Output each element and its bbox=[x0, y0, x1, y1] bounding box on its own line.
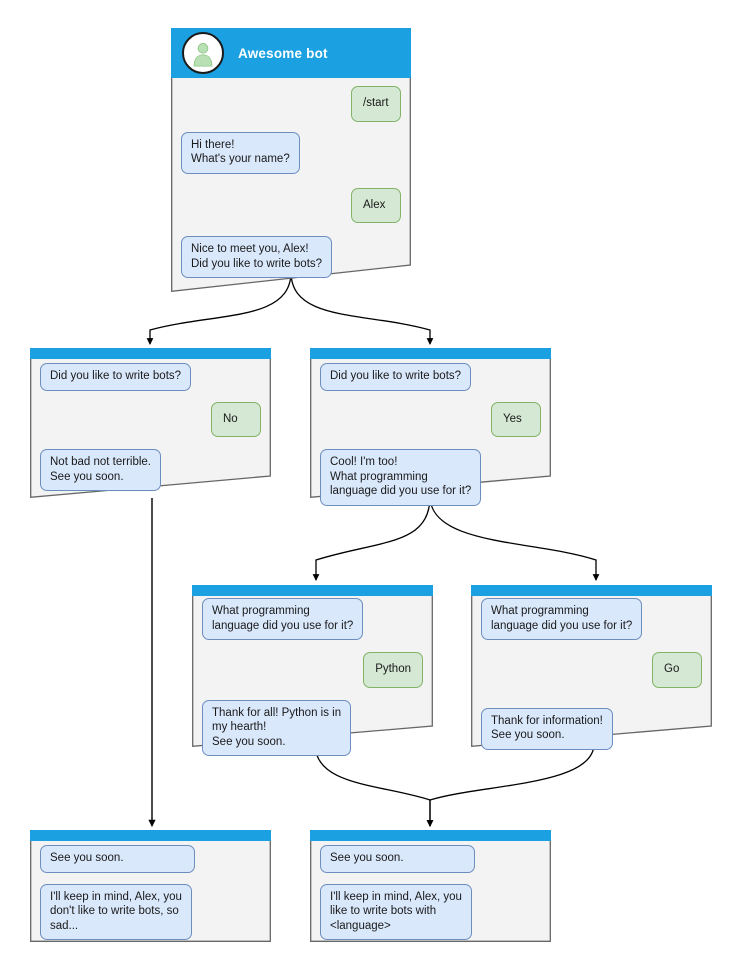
user-message-bubble: Alex bbox=[351, 187, 401, 223]
bot-message-bubble: What programming language did you use fo… bbox=[202, 598, 364, 640]
bot-message-bubble: I'll keep in mind, Alex, you like to wri… bbox=[320, 883, 472, 940]
message-row: Go bbox=[471, 652, 712, 688]
node-header-bar bbox=[192, 585, 433, 596]
node-header-bar bbox=[30, 348, 271, 359]
no-branch-messages: Did you like to write bots? No Not bad n… bbox=[30, 348, 271, 501]
message-row: Not bad not terrible. See you soon. bbox=[30, 449, 271, 491]
bot-message-bubble: Hi there! What's your name? bbox=[181, 131, 300, 174]
bot-message-bubble: See you soon. bbox=[40, 845, 195, 873]
message-row: Alex bbox=[171, 187, 411, 223]
end-yes-messages: See you soon. I'll keep in mind, Alex, y… bbox=[310, 830, 551, 950]
user-message-bubble: Yes bbox=[491, 401, 541, 437]
bot-message-bubble: I'll keep in mind, Alex, you don't like … bbox=[40, 883, 192, 940]
bot-message-bubble: See you soon. bbox=[320, 845, 475, 873]
node-end-no[interactable]: See you soon. I'll keep in mind, Alex, y… bbox=[30, 830, 271, 942]
bot-message-bubble: Nice to meet you, Alex! Did you like to … bbox=[181, 236, 333, 278]
message-row: Thank for information! See you soon. bbox=[471, 707, 712, 750]
root-title: Awesome bot bbox=[238, 45, 328, 61]
go-branch-messages: What programming language did you use fo… bbox=[471, 585, 712, 760]
message-row: /start bbox=[171, 86, 411, 122]
bot-message-bubble: Did you like to write bots? bbox=[320, 363, 472, 391]
message-row: Thank for all! Python is in my hearth! S… bbox=[192, 699, 433, 756]
message-row: Hi there! What's your name? bbox=[171, 131, 411, 174]
message-row: What programming language did you use fo… bbox=[192, 598, 433, 640]
bot-message-bubble: Not bad not terrible. See you soon. bbox=[40, 449, 162, 491]
bot-message-bubble: Cool! I'm too! What programming language… bbox=[320, 449, 482, 506]
user-message-bubble: Go bbox=[652, 652, 702, 688]
node-python-branch[interactable]: What programming language did you use fo… bbox=[192, 585, 433, 756]
node-header-bar bbox=[30, 830, 271, 841]
node-end-yes[interactable]: See you soon. I'll keep in mind, Alex, y… bbox=[310, 830, 551, 942]
message-row: No bbox=[30, 401, 271, 437]
node-root[interactable]: Awesome bot /start Hi there! What's your… bbox=[171, 28, 411, 292]
message-row: See you soon. bbox=[310, 845, 551, 873]
root-messages: /start Hi there! What's your name? Alex … bbox=[171, 28, 411, 288]
user-message-bubble: No bbox=[211, 401, 261, 437]
message-row: Cool! I'm too! What programming language… bbox=[310, 449, 551, 506]
bot-message-bubble: Thank for information! See you soon. bbox=[481, 707, 613, 750]
bot-message-bubble: Thank for all! Python is in my hearth! S… bbox=[202, 699, 352, 756]
message-row: I'll keep in mind, Alex, you like to wri… bbox=[310, 883, 551, 940]
bot-message-bubble: What programming language did you use fo… bbox=[481, 598, 643, 640]
message-row: Yes bbox=[310, 401, 551, 437]
node-header-bar bbox=[471, 585, 712, 596]
message-row: What programming language did you use fo… bbox=[471, 598, 712, 640]
message-row: Nice to meet you, Alex! Did you like to … bbox=[171, 236, 411, 278]
root-header: Awesome bot bbox=[171, 28, 411, 78]
user-message-bubble: /start bbox=[351, 86, 401, 122]
node-header-bar bbox=[310, 830, 551, 841]
node-go-branch[interactable]: What programming language did you use fo… bbox=[471, 585, 712, 750]
user-avatar-icon bbox=[182, 32, 224, 74]
message-row: Python bbox=[192, 652, 433, 688]
python-branch-messages: What programming language did you use fo… bbox=[192, 585, 433, 766]
user-message-bubble: Python bbox=[363, 652, 423, 688]
yes-branch-messages: Did you like to write bots? Yes Cool! I'… bbox=[310, 348, 551, 516]
bot-message-bubble: Did you like to write bots? bbox=[40, 363, 192, 391]
end-no-messages: See you soon. I'll keep in mind, Alex, y… bbox=[30, 830, 271, 950]
node-header-bar bbox=[310, 348, 551, 359]
node-no-branch[interactable]: Did you like to write bots? No Not bad n… bbox=[30, 348, 271, 498]
message-row: I'll keep in mind, Alex, you don't like … bbox=[30, 883, 271, 940]
message-row: See you soon. bbox=[30, 845, 271, 873]
node-yes-branch[interactable]: Did you like to write bots? Yes Cool! I'… bbox=[310, 348, 551, 506]
message-row: Did you like to write bots? bbox=[30, 363, 271, 391]
message-row: Did you like to write bots? bbox=[310, 363, 551, 391]
